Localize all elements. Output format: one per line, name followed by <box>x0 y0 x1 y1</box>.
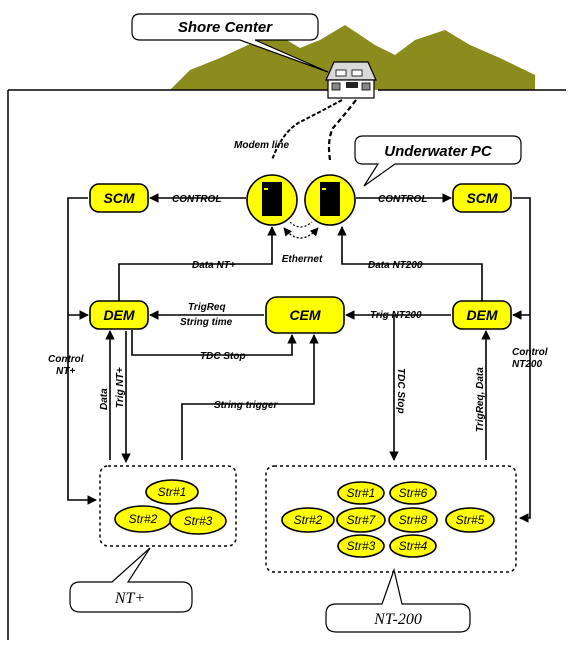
nt200-string-1: Str#1 <box>337 481 385 505</box>
mountains <box>170 25 535 90</box>
tdc-stop-h-label: TDC Stop <box>200 351 246 362</box>
scm-left-module: SCM <box>89 183 149 213</box>
nt200-callout: NT-200 <box>325 567 471 633</box>
tdc-stop-v-label: TDC Stop <box>395 368 406 414</box>
nt200-callout-label: NT-200 <box>373 611 422 628</box>
shore-house-icon <box>325 61 377 99</box>
nt-plus-callout: NT+ <box>69 547 193 613</box>
modem-line-label: Modem line <box>234 140 289 151</box>
nt200-string-5: Str#5 <box>445 507 495 533</box>
pc-nt-plus-icon <box>246 174 298 226</box>
underwater-pc-label: Underwater PC <box>384 143 493 160</box>
modem-cable <box>271 99 343 161</box>
cem-module: CEM <box>265 296 345 334</box>
scm-right-module: SCM <box>452 183 512 213</box>
trigreq-label: TrigReq <box>188 302 226 313</box>
nt-plus-group <box>99 465 237 547</box>
control-left-label: CONTROL <box>172 194 221 205</box>
nt200-string-3-label: Str#3 <box>347 539 376 553</box>
nt200-string-6: Str#6 <box>389 481 437 505</box>
nt-plus-string-2: Str#2 <box>114 505 172 533</box>
string-trigger-label: String trigger <box>214 400 278 411</box>
modem-cable-2 <box>327 99 357 161</box>
shore-center-callout: Shore Center <box>131 13 329 73</box>
nt200-string-4-label: Str#4 <box>399 539 428 553</box>
nt200-string-5-label: Str#5 <box>456 513 485 527</box>
nt-plus-string-3-label: Str#3 <box>184 514 213 528</box>
control-nt200-label-2: NT200 <box>512 359 542 370</box>
nt200-group <box>265 465 517 573</box>
nt200-string-3: Str#3 <box>337 534 385 558</box>
cem-label: CEM <box>289 307 320 323</box>
control-right-label: CONTROL <box>378 194 427 205</box>
nt200-string-6-label: Str#6 <box>399 486 428 500</box>
trig-nt200-label: Trig NT200 <box>370 310 422 321</box>
scm-right-label: SCM <box>466 190 497 206</box>
nt-plus-string-3: Str#3 <box>169 507 227 535</box>
dem-left-module: DEM <box>89 300 149 330</box>
underwater-pc-callout: Underwater PC <box>354 135 522 187</box>
nt-plus-string-2-label: Str#2 <box>129 512 158 526</box>
nt200-string-2-label: Str#2 <box>294 513 323 527</box>
data-nt-plus-label: Data NT+ <box>192 260 236 271</box>
scm-left-label: SCM <box>103 190 134 206</box>
frame <box>7 89 566 640</box>
control-nt-plus-label-1: Control <box>48 354 84 365</box>
nt200-string-2: Str#2 <box>281 507 335 533</box>
dem-right-module: DEM <box>452 300 512 330</box>
ethernet-link <box>283 227 319 239</box>
nt-plus-string-1-label: Str#1 <box>158 485 187 499</box>
nt-plus-string-1: Str#1 <box>145 479 199 505</box>
nt200-string-8: Str#8 <box>388 507 438 533</box>
dem-left-label: DEM <box>103 307 134 323</box>
data-nt200-label: Data NT200 <box>368 260 423 271</box>
nt200-string-7: Str#7 <box>336 507 386 533</box>
ethernet-label: Ethernet <box>282 254 323 265</box>
string-time-label: String time <box>180 317 233 328</box>
nt200-string-8-label: Str#8 <box>399 513 428 527</box>
dem-right-label: DEM <box>466 307 497 323</box>
control-nt-plus-label-2: NT+ <box>56 366 75 377</box>
trig-nt-plus-v-label: Trig NT+ <box>115 367 126 408</box>
control-nt200-label-1: Control <box>512 347 548 358</box>
nt200-string-4: Str#4 <box>389 534 437 558</box>
pc-nt200-icon <box>304 174 356 226</box>
ethernet-link-2 <box>289 221 313 228</box>
nt-plus-callout-label: NT+ <box>114 590 145 607</box>
nt200-string-1-label: Str#1 <box>347 486 376 500</box>
nt200-string-7-label: Str#7 <box>347 513 377 527</box>
shore-center-label: Shore Center <box>178 19 273 36</box>
trigreq-data-v-label: TrigReq, Data <box>475 367 486 432</box>
data-v-label: Data <box>99 388 110 410</box>
